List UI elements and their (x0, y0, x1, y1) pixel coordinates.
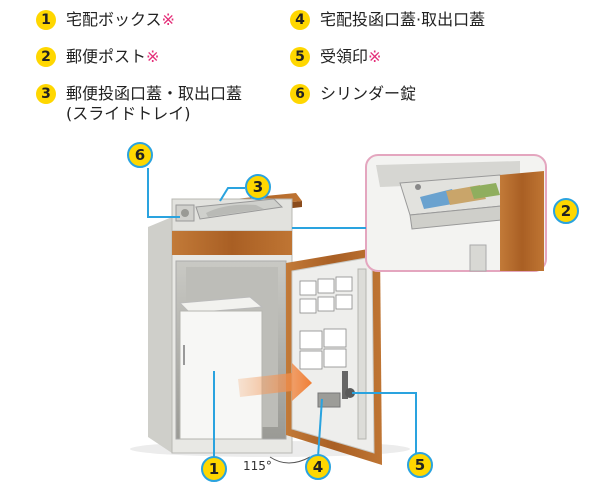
callout-6: 6 (127, 142, 153, 168)
legend-item-mail-slot-lid: 3 郵便投函口蓋・取出口蓋(スライドトレイ) (36, 84, 242, 124)
wood-band (172, 231, 292, 255)
door-latch (342, 371, 348, 399)
callout-3: 3 (245, 174, 271, 200)
callout-6-label: 6 (135, 146, 145, 164)
callout-5-label: 5 (415, 456, 425, 474)
callout-4-label: 4 (313, 458, 323, 476)
legend-label: 郵便投函口蓋・取出口蓋(スライドトレイ) (66, 84, 243, 123)
callout-1-label: 1 (209, 460, 219, 478)
inset-lock-icon (415, 184, 421, 190)
receipt-stamp-icon (345, 388, 355, 398)
inset-mail-items (420, 183, 500, 209)
legend-item-receipt-stamp: 5 受領印※ (290, 47, 381, 67)
legend-item-mail-post: 2 郵便ポスト※ (36, 47, 159, 67)
legend-label: 宅配投函口蓋·取出口蓋 (320, 10, 486, 29)
product-illustration: 115° 6 3 2 1 4 5 (127, 142, 579, 482)
number-badge: 3 (36, 84, 56, 104)
asterisk-mark: ※ (368, 47, 382, 66)
slide-tray-content (206, 204, 264, 217)
inset-post (469, 244, 487, 272)
legend-label: 宅配ボックス※ (66, 10, 175, 29)
asterisk-mark: ※ (161, 10, 175, 29)
number-badge: 5 (290, 47, 310, 67)
legend-label: シリンダー錠 (320, 84, 417, 103)
legend-label: 郵便ポスト※ (66, 47, 160, 66)
legend-item-delivery-box: 1 宅配ボックス※ (36, 10, 175, 30)
instruction-sticker (299, 276, 353, 370)
legend-sublabel: (スライドトレイ) (66, 104, 191, 123)
callout-3-label: 3 (253, 178, 263, 196)
asterisk-mark: ※ (146, 47, 160, 66)
leader-lines (147, 168, 417, 461)
callout-5: 5 (407, 452, 433, 478)
door-angle-label: 115° (243, 459, 272, 473)
callout-2: 2 (553, 198, 579, 224)
number-badge: 6 (290, 84, 310, 104)
open-direction-arrow (238, 363, 312, 401)
callout-2-label: 2 (561, 202, 571, 220)
delivery-box (179, 310, 263, 440)
legend-item-cylinder-lock: 6 シリンダー錠 (290, 84, 416, 104)
number-badge: 4 (290, 10, 310, 30)
swing-arc (269, 456, 311, 464)
number-badge: 1 (36, 10, 56, 30)
callout-1: 1 (201, 456, 227, 482)
inset-wood-panel (500, 171, 544, 271)
door-rail (357, 268, 367, 440)
cylinder-lock-icon (181, 209, 189, 217)
parts-legend: 1 宅配ボックス※ 2 郵便ポスト※ 3 郵便投函口蓋・取出口蓋(スライドトレイ… (0, 0, 600, 135)
callout-4: 4 (305, 454, 331, 480)
legend-label: 受領印※ (320, 47, 382, 66)
delivery-box-top (178, 296, 264, 314)
door-mechanism (317, 392, 341, 408)
cabinet-side (148, 217, 172, 453)
legend-item-delivery-slot-lid: 4 宅配投函口蓋·取出口蓋 (290, 10, 485, 30)
number-badge: 2 (36, 47, 56, 67)
